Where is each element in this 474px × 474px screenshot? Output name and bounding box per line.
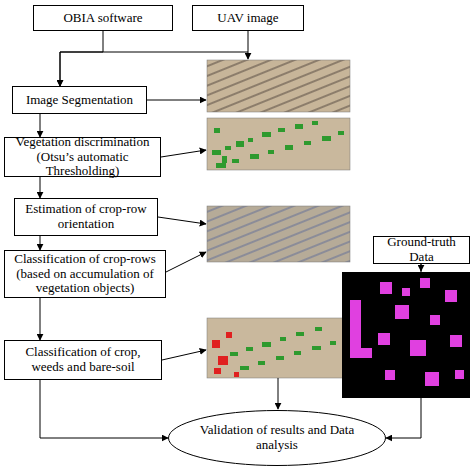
node-label: Classification of crop, weeds and bare-s…	[8, 345, 158, 374]
node-label: Validation of results and Data analysis	[198, 423, 356, 452]
process-box: Image Segmentation	[12, 86, 147, 114]
terminal-oval: Validation of results and Data analysis	[168, 410, 386, 466]
node-label: Vegetation discrimination (Otsu’s automa…	[8, 135, 157, 179]
input-box: Ground-truth Data	[373, 236, 470, 264]
node-label: UAV image	[217, 11, 278, 26]
input-box: UAV image	[192, 5, 304, 31]
ground-truth-map	[342, 272, 470, 398]
crop-row-thumbnail	[207, 206, 350, 262]
process-box: Classification of crop, weeds and bare-s…	[4, 340, 162, 380]
node-label: Classification of crop-rows (based on ac…	[8, 252, 162, 296]
vegetation-thumbnail	[207, 118, 350, 170]
classification-thumbnail	[207, 318, 350, 378]
process-box: Classification of crop-rows (based on ac…	[4, 250, 166, 298]
flow-arrow	[60, 31, 103, 86]
illustration-arrows	[147, 52, 421, 409]
node-label: Image Segmentation	[26, 93, 133, 108]
flow-arrow	[40, 380, 168, 438]
flow-arrow	[40, 298, 41, 340]
process-box: Vegetation discrimination (Otsu’s automa…	[4, 137, 161, 177]
node-label: Ground-truth Data	[377, 235, 466, 264]
input-box: OBIA software	[33, 5, 173, 31]
flow-arrow	[40, 236, 41, 250]
flow-arrow	[40, 114, 41, 137]
uav-image-thumbnail	[207, 60, 350, 112]
process-box: Estimation of crop-row orientation	[14, 198, 158, 236]
node-label: OBIA software	[63, 11, 142, 26]
node-label: Estimation of crop-row orientation	[18, 202, 154, 231]
flow-arrow	[40, 177, 41, 198]
